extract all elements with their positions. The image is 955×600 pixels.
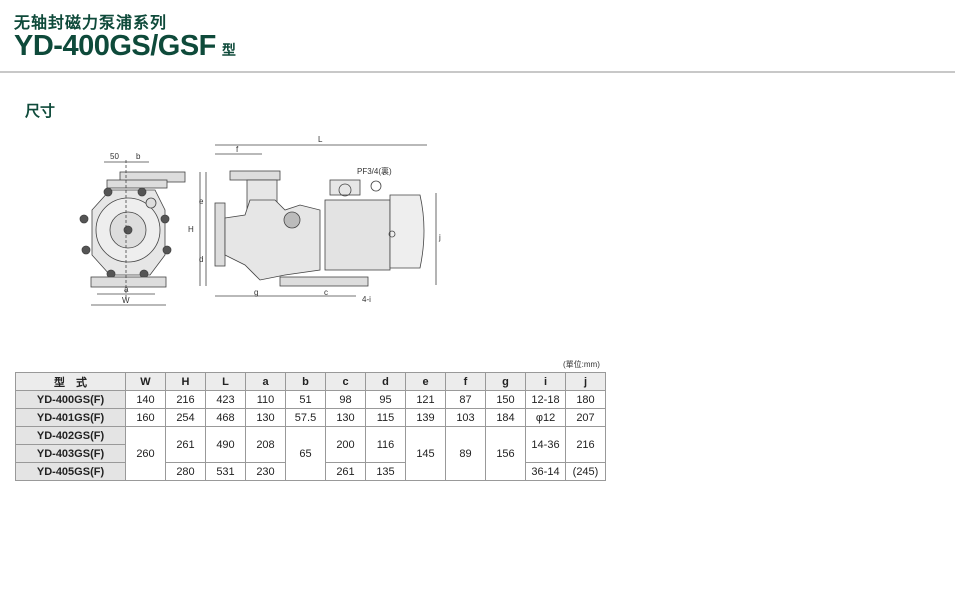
cell: 89 <box>445 426 486 481</box>
cell: 115 <box>365 408 406 427</box>
cell: 216 <box>565 426 606 463</box>
dim-d: d <box>199 255 203 264</box>
cell: 208 <box>245 426 286 463</box>
col-header: f <box>445 372 486 391</box>
cell: 14-36 <box>525 426 566 463</box>
cell: 150 <box>485 390 526 409</box>
col-header: a <box>245 372 286 391</box>
dim-a: a <box>124 285 129 294</box>
cell: 531 <box>205 462 246 481</box>
col-header: H <box>165 372 206 391</box>
table-header-row: 型 式 W H L a b c d e f g i j <box>15 372 606 391</box>
front-view <box>79 160 186 306</box>
table-row: YD-400GS(F) 140 216 423 110 51 98 95 121… <box>15 390 606 409</box>
cell: 490 <box>205 426 246 463</box>
cell: 98 <box>325 390 366 409</box>
cell: 12-18 <box>525 390 566 409</box>
model-cell: YD-401GS(F) <box>15 408 126 427</box>
cell: 140 <box>125 390 166 409</box>
cell: 261 <box>325 462 366 481</box>
cell: 87 <box>445 390 486 409</box>
cell: 65 <box>285 426 326 481</box>
cell: 145 <box>405 426 446 481</box>
table-row: YD-405GS(F) 280 531 230 261 135 36-14 (2… <box>15 462 606 481</box>
unit-label: (單位:mm) <box>563 360 600 369</box>
cell: 95 <box>365 390 406 409</box>
col-header: 型 式 <box>15 372 126 391</box>
model-cell: YD-400GS(F) <box>15 390 126 409</box>
cell: 57.5 <box>285 408 326 427</box>
cell: 116 <box>365 426 406 463</box>
dim-50: 50 <box>110 152 119 161</box>
model-suffix: 型 <box>221 42 236 58</box>
cell: 121 <box>405 390 446 409</box>
model-cell: YD-403GS(F) <box>15 444 126 463</box>
cell: (245) <box>565 462 606 481</box>
pump-dimension-drawing: 50 b a W L f e H d g c 4-i j PF3/4(裏) <box>79 135 441 306</box>
col-header: L <box>205 372 246 391</box>
cell: 135 <box>365 462 406 481</box>
model-cell: YD-402GS(F) <box>15 426 126 445</box>
cell: φ12 <box>525 408 566 427</box>
model-cell: YD-405GS(F) <box>15 462 126 481</box>
cell: 51 <box>285 390 326 409</box>
cell: 230 <box>245 462 286 481</box>
cell: 423 <box>205 390 246 409</box>
cell: 103 <box>445 408 486 427</box>
dim-g: g <box>254 288 258 297</box>
cell: 200 <box>325 426 366 463</box>
dimension-table: 型 式 W H L a b c d e f g i j YD-400GS(F) … <box>15 372 606 481</box>
dim-f: f <box>236 145 239 154</box>
cell: 130 <box>325 408 366 427</box>
col-header: W <box>125 372 166 391</box>
col-header: g <box>485 372 526 391</box>
table-row: YD-403GS(F) <box>15 444 606 463</box>
col-header: e <box>405 372 446 391</box>
col-header: i <box>525 372 566 391</box>
model-title: YD-400GS/GSF 型 <box>14 30 236 63</box>
cell: 468 <box>205 408 246 427</box>
col-header: b <box>285 372 326 391</box>
port-label: PF3/4(裏) <box>357 166 392 176</box>
dim-L: L <box>318 135 323 144</box>
cell: 260 <box>125 426 166 481</box>
table-row: YD-402GS(F) 260 261 490 208 65 200 116 1… <box>15 426 606 481</box>
series-title: 无轴封磁力泵浦系列 <box>14 15 168 32</box>
section-title: 尺寸 <box>25 103 56 120</box>
dim-e: e <box>199 197 204 206</box>
dim-j: j <box>438 233 441 242</box>
col-header: c <box>325 372 366 391</box>
cell: 160 <box>125 408 166 427</box>
model-name: YD-400GS/GSF <box>14 30 216 62</box>
cell: 184 <box>485 408 526 427</box>
dim-c: c <box>324 288 328 297</box>
cell: 280 <box>165 462 206 481</box>
cell: 110 <box>245 390 286 409</box>
dim-W: W <box>122 296 130 305</box>
cell: 261 <box>165 426 206 463</box>
dim-b: b <box>136 152 141 161</box>
side-view <box>199 144 437 297</box>
cell: 156 <box>485 426 526 481</box>
cell: 130 <box>245 408 286 427</box>
divider <box>0 71 955 73</box>
cell: 180 <box>565 390 606 409</box>
dim-i: 4-i <box>362 295 371 304</box>
cell: 216 <box>165 390 206 409</box>
col-header: d <box>365 372 406 391</box>
cell: 36-14 <box>525 462 566 481</box>
cell: 207 <box>565 408 606 427</box>
dim-H: H <box>188 225 194 234</box>
table-row: YD-401GS(F) 160 254 468 130 57.5 130 115… <box>15 408 606 427</box>
cell: 139 <box>405 408 446 427</box>
col-header: j <box>565 372 606 391</box>
cell: 254 <box>165 408 206 427</box>
